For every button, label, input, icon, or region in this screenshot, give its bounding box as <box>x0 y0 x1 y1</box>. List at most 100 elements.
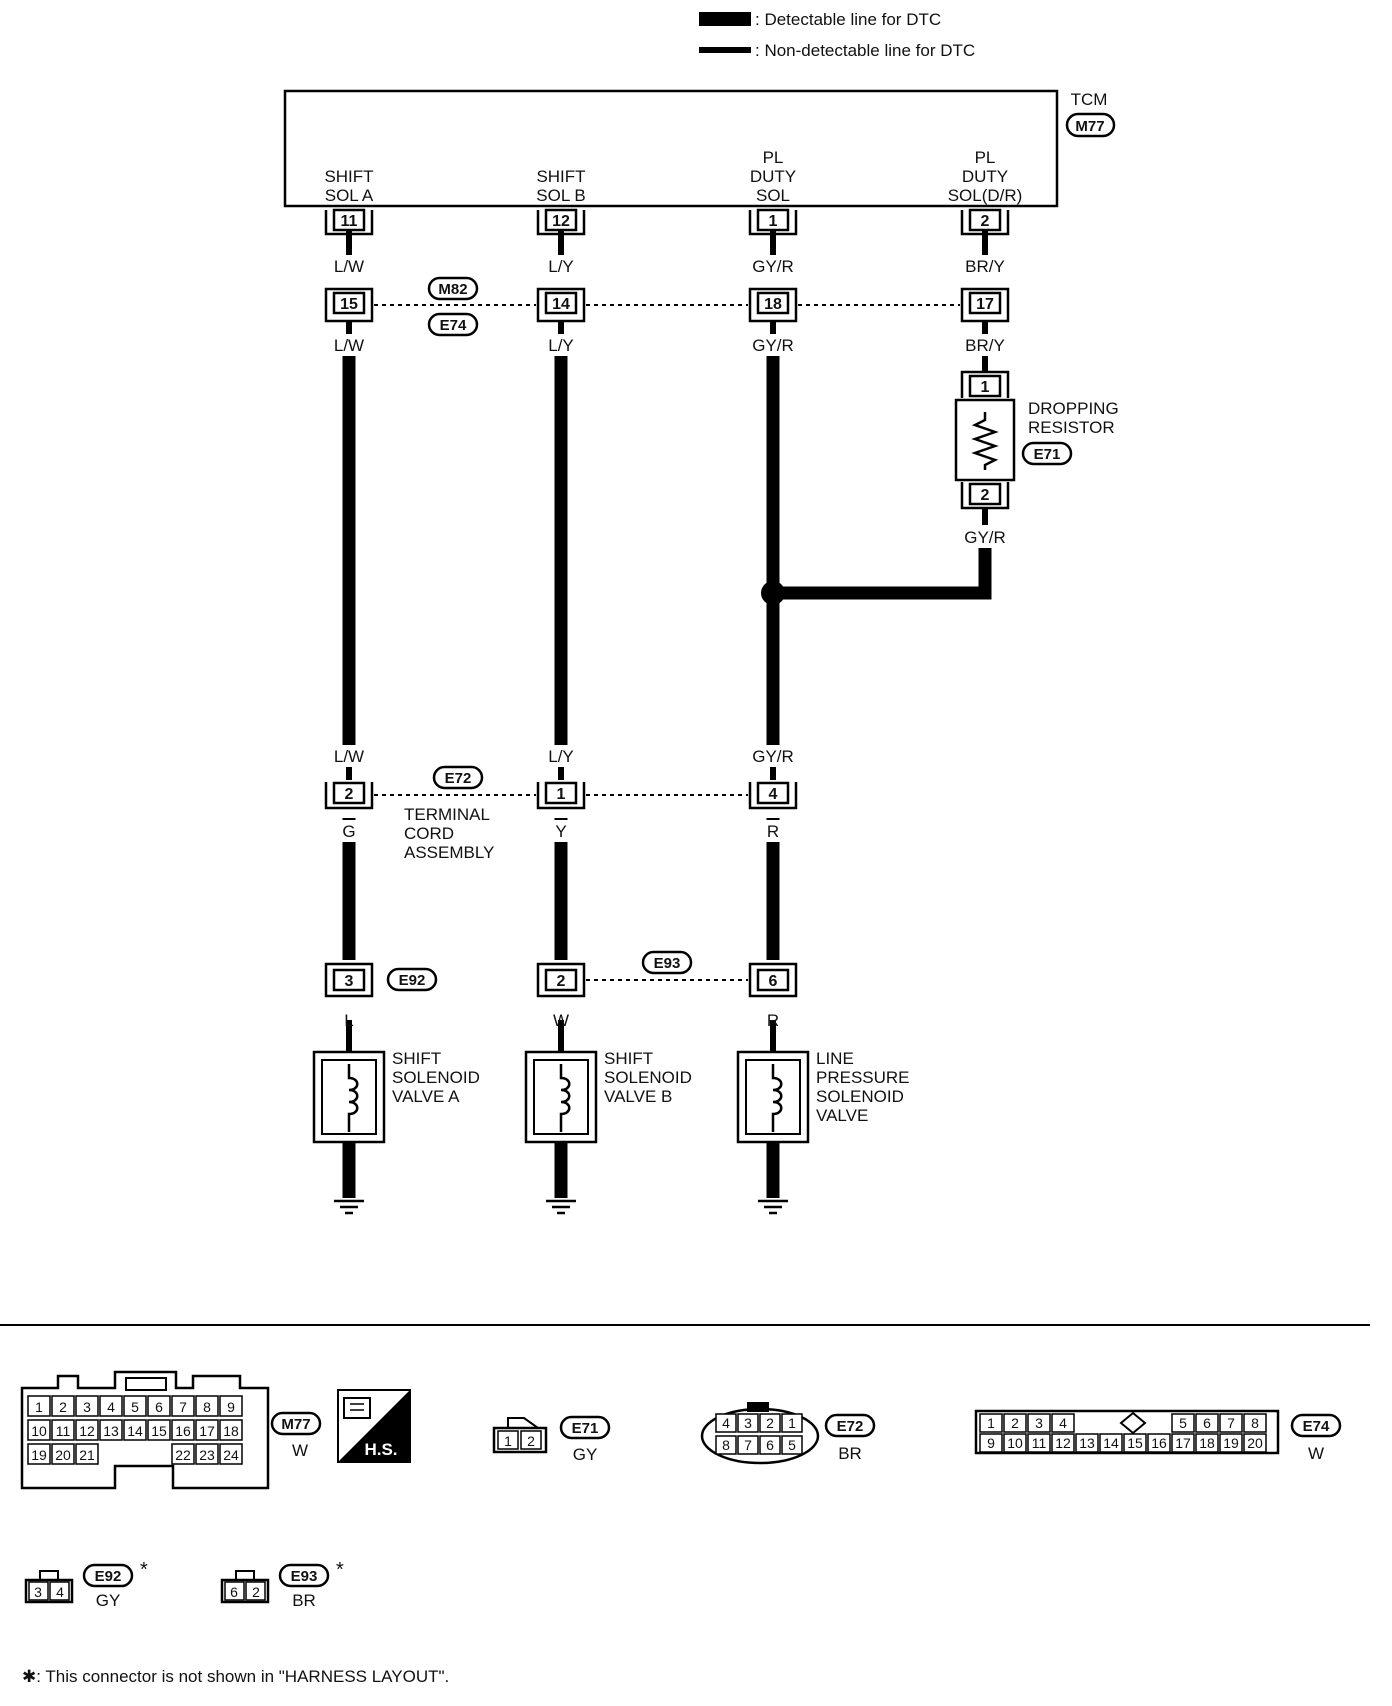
connector-e93: 2 6 E93 W R <box>536 950 798 1030</box>
connector-id: M77 <box>281 1416 310 1433</box>
wire-color-label: GY/R <box>752 747 794 766</box>
tcm-terminal-label: DUTY <box>962 167 1008 186</box>
connector-oval <box>427 312 479 337</box>
pin-number: 7 <box>179 1399 187 1415</box>
pin-number: 20 <box>55 1447 71 1463</box>
dropping-resistor: 1 2 DROPPING RESISTOR E71 GY/R <box>954 370 1119 548</box>
pin-number: 19 <box>31 1447 47 1463</box>
wire-color-label: L/Y <box>548 336 574 355</box>
pin-number: 3 <box>345 973 354 990</box>
pin-cell <box>219 1419 243 1441</box>
connector-color: W <box>1308 1444 1324 1463</box>
pin-number: 23 <box>199 1447 215 1463</box>
pin-cell <box>27 1419 51 1441</box>
pin-number: 11 <box>56 1423 71 1439</box>
pin-number: 4 <box>722 1415 730 1431</box>
tcm-terminal-label: PL <box>763 148 784 167</box>
pin-number: 17 <box>1175 1435 1191 1451</box>
pin-cell <box>99 1395 123 1417</box>
pin-number: 19 <box>1223 1435 1239 1451</box>
component-label: DROPPING <box>1028 399 1119 418</box>
pin-number: 13 <box>103 1423 119 1439</box>
pin-cell <box>75 1395 99 1417</box>
solenoid-valve-a: SHIFT SOLENOID VALVE A <box>312 1049 480 1144</box>
pin-number: 3 <box>1035 1415 1043 1431</box>
pin-cell <box>1075 1433 1099 1453</box>
pin-cell <box>1003 1433 1027 1453</box>
pin-cell <box>1027 1413 1051 1433</box>
pin-cell <box>759 1413 781 1433</box>
pin-number: 11 <box>341 213 358 230</box>
legend: : Detectable line for DTC : Non-detectab… <box>699 10 975 60</box>
connector-color: BR <box>292 1591 316 1610</box>
pin-number: 5 <box>788 1437 796 1453</box>
wire-color-label: L/W <box>334 747 364 766</box>
pin-cell <box>737 1435 759 1455</box>
pin-cell <box>737 1413 759 1433</box>
connector-id: E92 <box>95 1568 122 1585</box>
tcm-pin-connector: 11 <box>324 208 374 236</box>
pin-cell <box>715 1413 737 1433</box>
pin-cell <box>171 1419 195 1441</box>
pin-cell <box>1243 1433 1267 1453</box>
cord-pin: 1 <box>536 781 586 810</box>
component-label: SHIFT <box>604 1049 653 1068</box>
line-pressure-solenoid-valve: LINE PRESSURE SOLENOID VALVE <box>736 1049 910 1144</box>
coil-icon <box>347 1064 359 1132</box>
pin-number: 10 <box>1007 1435 1023 1451</box>
pin-cell <box>1147 1433 1171 1453</box>
tcm-pin-connector: 12 <box>536 208 586 236</box>
pin-number: 4 <box>1059 1415 1067 1431</box>
pin-cell <box>1003 1413 1027 1433</box>
connector-oval <box>386 967 438 992</box>
tcm-pin-connector: 2 <box>960 208 1010 236</box>
pin-number: 5 <box>1179 1415 1187 1431</box>
pin-number: 18 <box>764 296 782 313</box>
pin-number: 16 <box>175 1423 191 1439</box>
pin-number: 8 <box>1251 1415 1259 1431</box>
pin-number: 24 <box>223 1447 239 1463</box>
pin-number: 10 <box>31 1423 47 1439</box>
pin-number: 4 <box>769 786 778 803</box>
pin-number: 6 <box>230 1584 238 1600</box>
cord-pin: 2 <box>324 781 374 810</box>
pin-number: 1 <box>981 379 990 396</box>
pin-cell <box>171 1395 195 1417</box>
pin-number: 15 <box>1127 1435 1143 1451</box>
pin-cell <box>759 1435 781 1455</box>
connector-oval <box>641 950 693 975</box>
pin-cell <box>75 1443 99 1465</box>
pin-cell <box>123 1419 147 1441</box>
pin-number: 16 <box>1151 1435 1167 1451</box>
wire-color-label: R <box>767 1011 779 1030</box>
footnote: ✱: This connector is not shown in "HARNE… <box>22 1667 449 1686</box>
pin-number: 1 <box>769 213 778 230</box>
pin-cell <box>171 1443 195 1465</box>
pin-cell <box>147 1395 171 1417</box>
pin-number: 12 <box>79 1423 95 1439</box>
connector-e92: 3 E92 L <box>324 962 438 1030</box>
tcm-terminal-label: SOL A <box>325 186 374 205</box>
pin-number: 13 <box>1079 1435 1095 1451</box>
pin-cell <box>979 1433 1003 1453</box>
wire-color-label: BR/Y <box>965 257 1005 276</box>
pin-number: 7 <box>744 1437 752 1453</box>
connector-color: GY <box>573 1445 598 1464</box>
pin-number: 3 <box>744 1415 752 1431</box>
pin-number: 2 <box>59 1399 67 1415</box>
pin-number: 14 <box>1103 1435 1119 1451</box>
pin-number: 2 <box>1011 1415 1019 1431</box>
tcm-connector-oval <box>1065 112 1116 138</box>
wires <box>342 228 992 1198</box>
pin-number: 22 <box>175 1447 191 1463</box>
wire-color-label: GY/R <box>752 257 794 276</box>
legend-detectable-swatch <box>699 12 751 26</box>
component-label: SHIFT <box>392 1049 441 1068</box>
pin-number: 6 <box>766 1437 774 1453</box>
pin-number: 18 <box>223 1423 239 1439</box>
connector-color: W <box>292 1441 308 1460</box>
pin-number: 3 <box>83 1399 91 1415</box>
pin-cell <box>1171 1413 1195 1433</box>
joint-pin: 14 <box>536 287 586 323</box>
